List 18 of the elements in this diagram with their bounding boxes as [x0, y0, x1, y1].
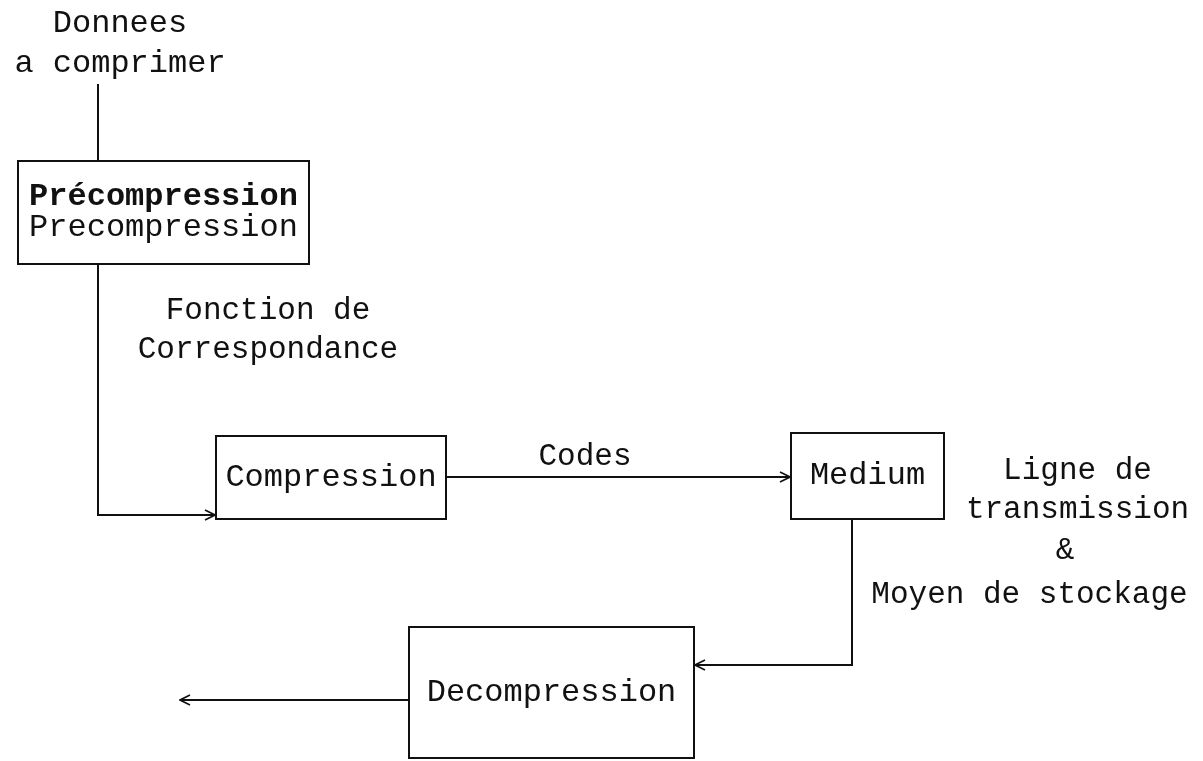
process-box — [17, 160, 310, 265]
annotation-text: Ligne de transmission — [964, 452, 1191, 529]
annotation-text: & — [1054, 532, 1076, 570]
edge-label: Codes — [537, 438, 633, 476]
box-label: Précompression — [29, 182, 298, 213]
arrow — [694, 519, 853, 671]
input-text: Donnees — [52, 4, 188, 44]
arrow — [97, 264, 216, 521]
edge-label: Fonction de Correspondance — [136, 292, 400, 369]
arrow — [179, 694, 409, 706]
box-label: Precompression — [29, 212, 298, 243]
connector-line — [97, 83, 99, 161]
arrow — [446, 471, 791, 483]
process-box: Compression — [215, 435, 447, 520]
annotation-text: Moyen de stockage — [870, 576, 1189, 614]
input-text: a comprimer — [14, 44, 226, 84]
process-box: Decompression — [408, 626, 695, 759]
process-box: Medium — [790, 432, 945, 520]
